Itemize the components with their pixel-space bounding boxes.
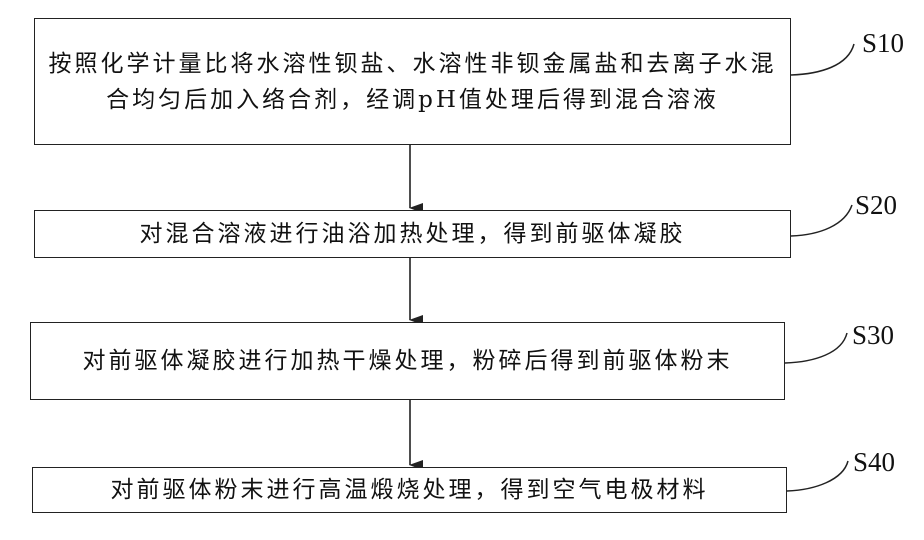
leader-s30 [784,332,848,364]
step-text-s20: 对混合溶液进行油浴加热处理，得到前驱体凝胶 [139,221,686,247]
step-text-s30: 对前驱体凝胶进行加热干燥处理，粉碎后得到前驱体粉末 [82,348,733,374]
leader-s20 [790,204,853,237]
step-label-s20: S20 [855,190,898,220]
step-label-s10: S10 [862,28,905,58]
leader-s10 [790,43,855,76]
step-box-s40: 对前驱体粉末进行高温煅烧处理，得到空气电极材料 [32,467,787,513]
step-label-s40: S40 [853,447,896,477]
step-text-s10: 按照化学计量比将水溶性钡盐、水溶性非钡金属盐和去离子水混合均匀后加入络合剂，经调… [48,50,777,113]
step-box-s20: 对混合溶液进行油浴加热处理，得到前驱体凝胶 [34,210,791,258]
step-text-s40: 对前驱体粉末进行高温煅烧处理，得到空气电极材料 [110,477,709,503]
step-box-s30: 对前驱体凝胶进行加热干燥处理，粉碎后得到前驱体粉末 [30,322,785,400]
leader-s40 [786,460,849,492]
step-label-s30: S30 [852,320,895,350]
step-box-s10: 按照化学计量比将水溶性钡盐、水溶性非钡金属盐和去离子水混合均匀后加入络合剂，经调… [34,18,791,145]
